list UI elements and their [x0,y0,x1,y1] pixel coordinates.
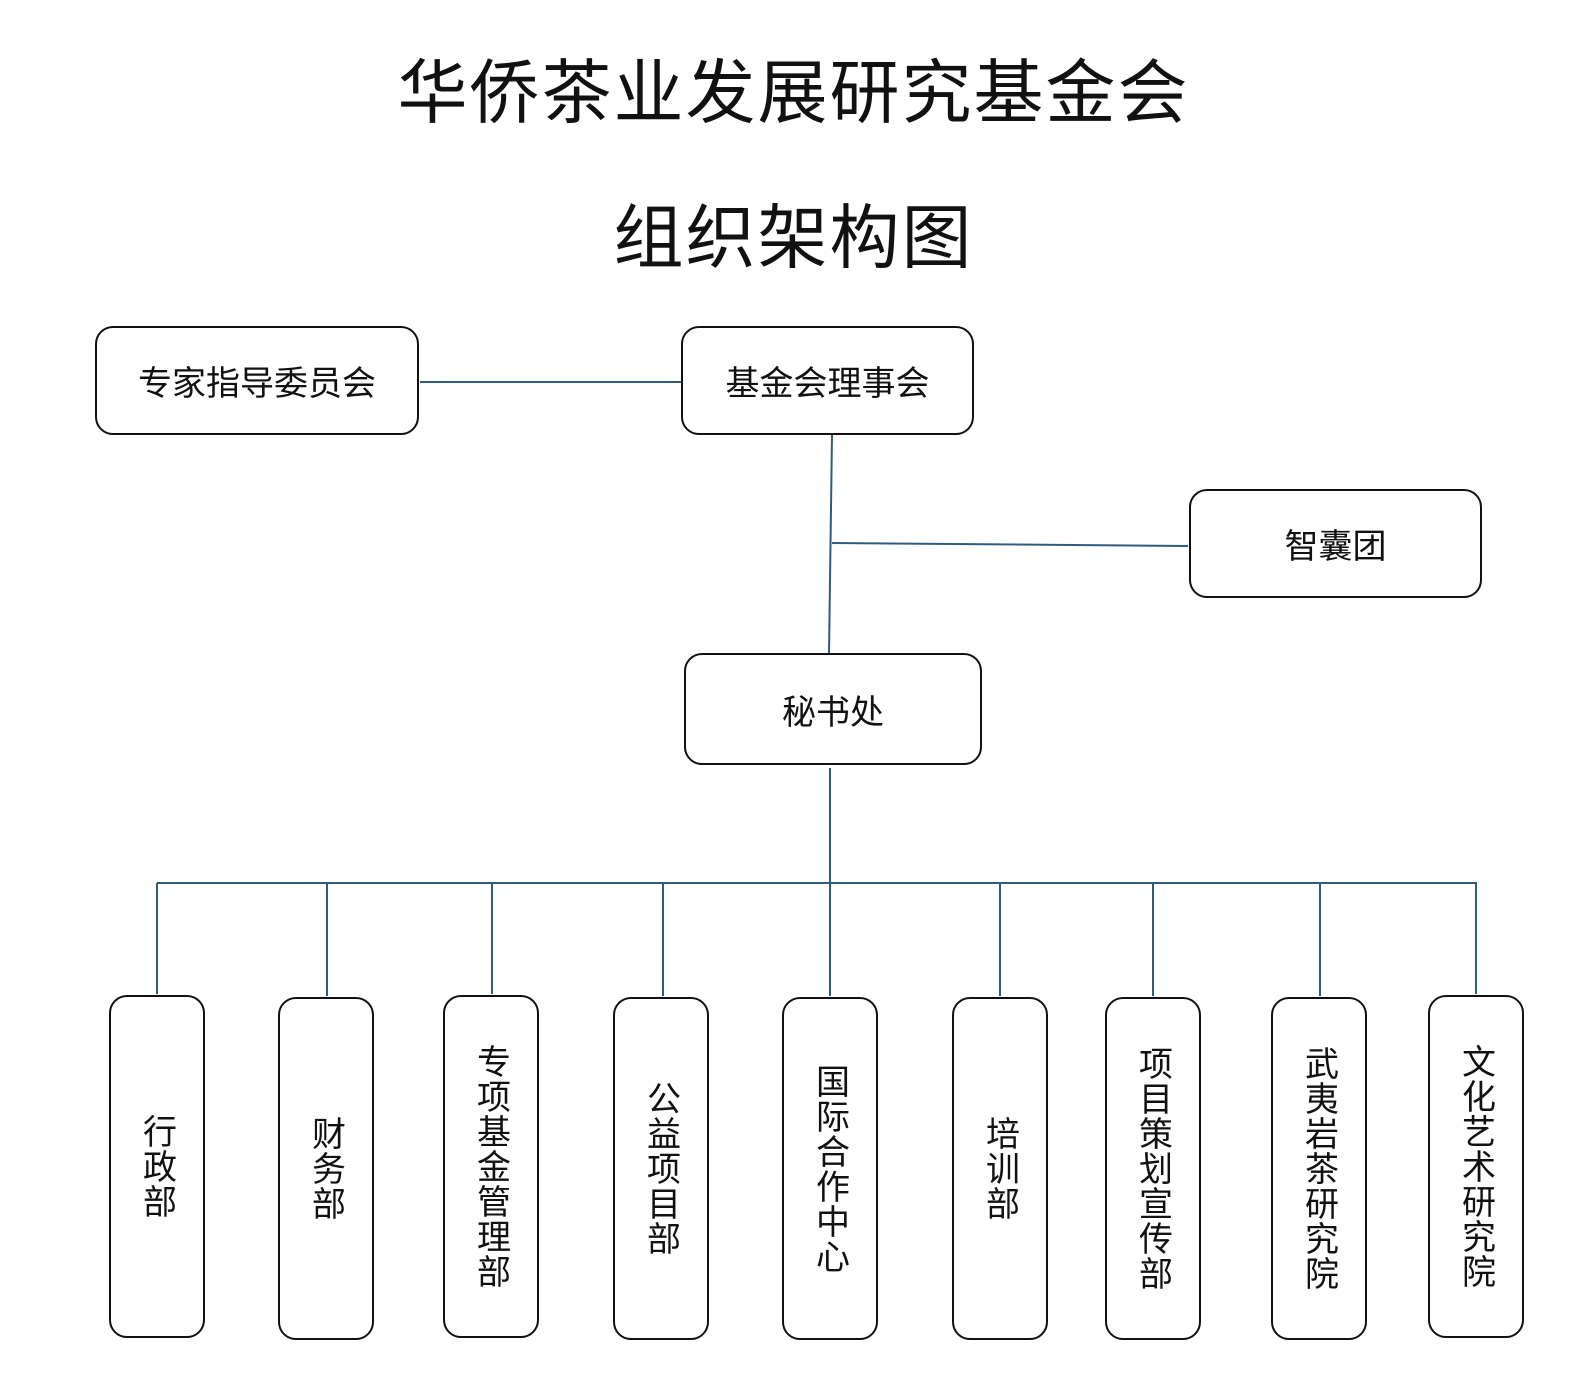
dept-box: 文化艺术研究院 [1428,995,1524,1338]
connector-board-secretariat [828,434,833,655]
connector-thinktank [831,542,1189,547]
secretariat-label: 秘书处 [782,692,884,733]
dept-label: 国际合作中心 [809,1063,850,1274]
chart-title: 华侨茶业发展研究基金会 [397,52,1190,134]
dept-box: 培训部 [952,997,1048,1340]
dept-box: 财务部 [278,997,374,1340]
dept-label: 武夷岩茶研究院 [1298,1046,1339,1291]
chart-subtitle: 组织架构图 [613,197,974,279]
think-tank-box: 智囊团 [1189,489,1482,598]
dept-box: 国际合作中心 [782,997,878,1340]
expert-committee-box: 专家指导委员会 [95,326,419,435]
dept-label: 项目策划宣传部 [1132,1046,1173,1291]
dept-label: 文化艺术研究院 [1455,1044,1496,1289]
dept-label: 公益项目部 [640,1081,681,1256]
dept-box: 公益项目部 [613,997,709,1340]
think-tank-label: 智囊团 [1284,527,1387,567]
dept-box: 武夷岩茶研究院 [1271,997,1367,1340]
dept-label: 专项基金管理部 [470,1044,511,1289]
dept-box: 专项基金管理部 [443,995,539,1338]
dept-box: 行政部 [109,995,205,1338]
dept-label: 培训部 [979,1116,1020,1221]
dept-label: 财务部 [305,1116,346,1221]
board-label: 基金会理事会 [725,364,930,404]
expert-committee-label: 专家指导委员会 [138,364,376,404]
board-box: 基金会理事会 [681,326,974,435]
dept-box: 项目策划宣传部 [1105,997,1201,1340]
dept-label: 行政部 [136,1114,177,1219]
secretariat-box: 秘书处 [684,653,982,765]
